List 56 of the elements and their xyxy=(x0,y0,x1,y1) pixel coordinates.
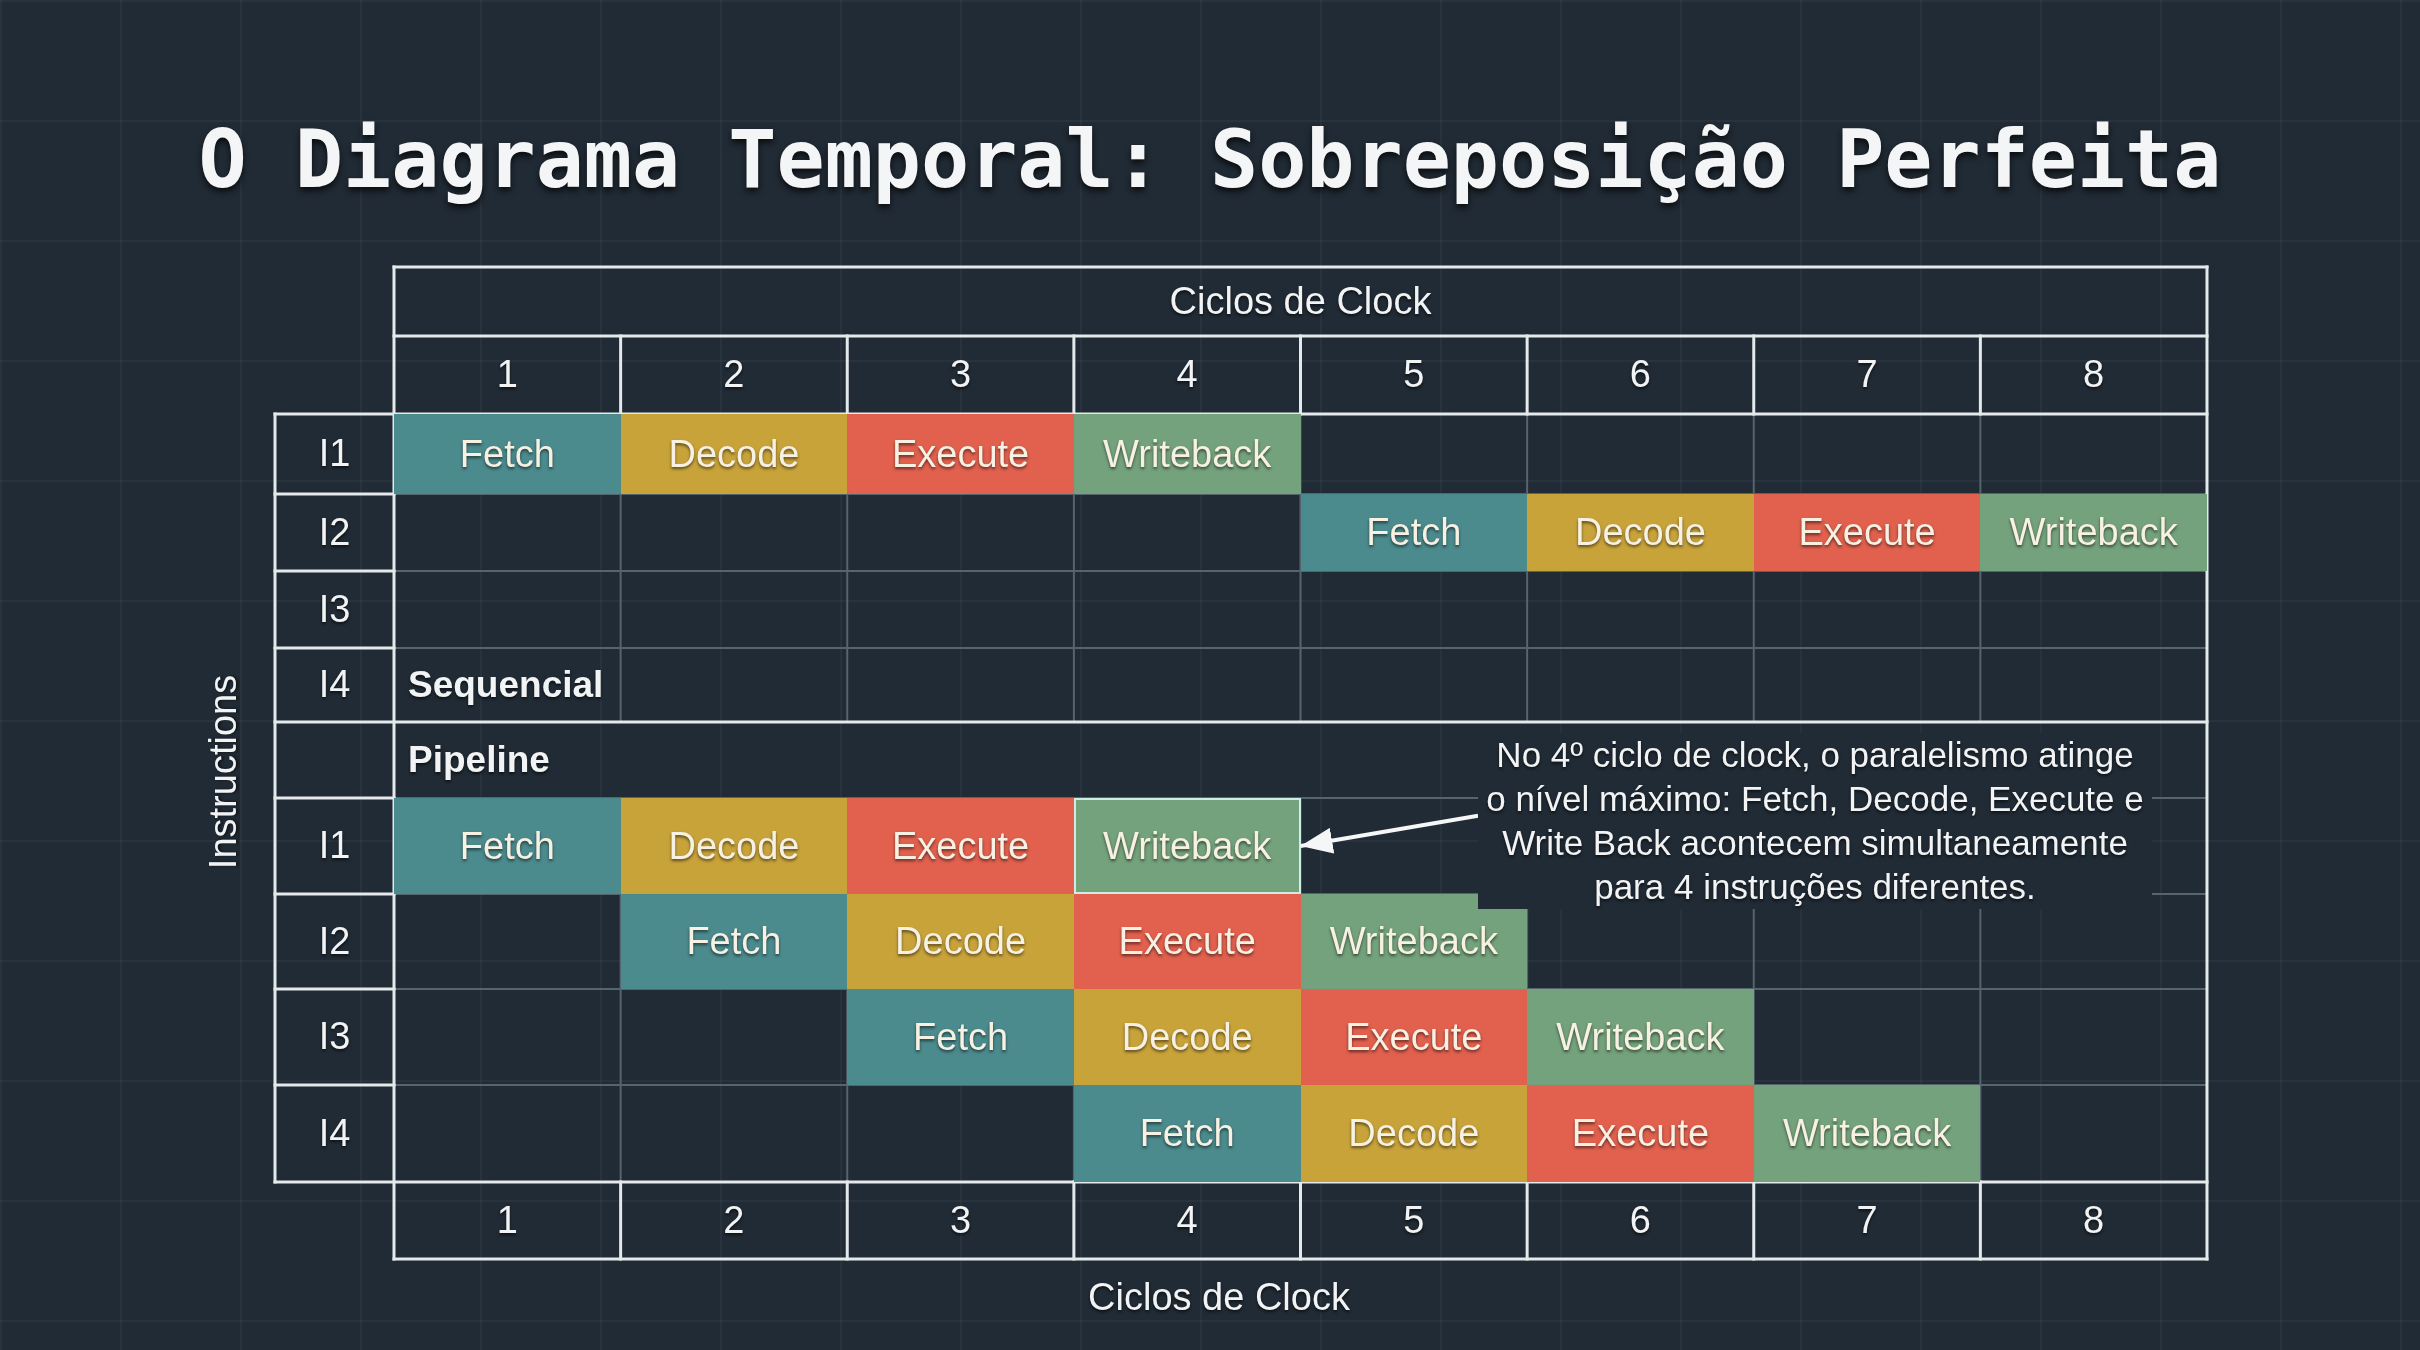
cycle-number: 3 xyxy=(950,1198,972,1243)
stage-cell: Writeback xyxy=(1527,989,1754,1085)
cycle-number: 7 xyxy=(1856,1198,1878,1243)
row-label: I3 xyxy=(318,1015,351,1059)
stage-cell: Execute xyxy=(1753,494,1981,571)
cycle-number: 6 xyxy=(1629,353,1651,397)
cycle-number: 2 xyxy=(723,1198,745,1243)
stage-cell: Fetch xyxy=(1300,494,1528,571)
stage-cell: Execute xyxy=(847,798,1074,894)
stage-cell: Decode xyxy=(1073,989,1301,1085)
section-label: Pipeline xyxy=(408,738,550,782)
cycle-number: 5 xyxy=(1403,353,1425,397)
stage-cell: Decode xyxy=(620,798,848,894)
stage-cell: Fetch xyxy=(394,798,621,894)
stage-cell: Execute xyxy=(1300,989,1528,1085)
stage-cell: Writeback xyxy=(1980,494,2207,571)
stage-cell: Decode xyxy=(847,894,1074,989)
stage-cell: Fetch xyxy=(394,414,621,494)
leader-arrow xyxy=(1300,813,1479,854)
axis-label: Instructions xyxy=(202,674,246,870)
cycle-number: 8 xyxy=(2083,353,2105,397)
stage-cell: Writeback xyxy=(1300,894,1528,989)
stage-cell: Writeback xyxy=(1753,1085,1981,1182)
cycle-number: 4 xyxy=(1176,1198,1198,1243)
row-label: I1 xyxy=(318,432,351,476)
stage-cell: Decode xyxy=(620,414,848,494)
stage-cell: Fetch xyxy=(1073,1085,1301,1182)
stage-cell: Writeback xyxy=(1073,798,1301,894)
axis-label: Ciclos de Clock xyxy=(1088,1276,1350,1320)
cycle-number: 8 xyxy=(2083,1198,2105,1243)
cycle-number: 1 xyxy=(496,1198,518,1243)
stage-cell: Decode xyxy=(1527,494,1754,571)
cycle-number: 1 xyxy=(496,353,518,397)
stage-cell: Execute xyxy=(1073,894,1301,989)
stage-cell: Execute xyxy=(1527,1085,1754,1182)
stage-cell: Fetch xyxy=(620,894,848,989)
annotation-text: No 4º ciclo de clock, o paralelismo atinge o nível máximo: Fetch, Decode, Execute e Write Back acontecem simultaneamente para 4 instruções diferentes. xyxy=(1478,733,2152,909)
stage-cell: Execute xyxy=(847,414,1074,494)
title: O Diagrama Temporal: Sobreposição Perfeita xyxy=(198,112,2222,206)
cycle-number: 2 xyxy=(723,353,745,397)
cycle-number: 6 xyxy=(1629,1198,1651,1243)
section-label: Sequencial xyxy=(408,663,604,707)
row-label: I4 xyxy=(318,663,351,707)
cycle-number: 4 xyxy=(1176,353,1198,397)
row-label: I2 xyxy=(318,510,351,555)
cycle-number: 5 xyxy=(1403,1198,1425,1243)
row-label: I3 xyxy=(318,587,351,632)
column-header: Ciclos de Clock xyxy=(1169,279,1432,324)
row-label: I4 xyxy=(318,1111,351,1156)
cycle-number: 3 xyxy=(950,353,972,397)
row-label: I1 xyxy=(318,824,351,868)
stage-cell: Decode xyxy=(1300,1085,1528,1182)
stage-cell: Writeback xyxy=(1073,414,1301,494)
cycle-number: 7 xyxy=(1856,353,1878,397)
row-label: I2 xyxy=(318,919,351,964)
stage-cell: Fetch xyxy=(847,989,1074,1085)
